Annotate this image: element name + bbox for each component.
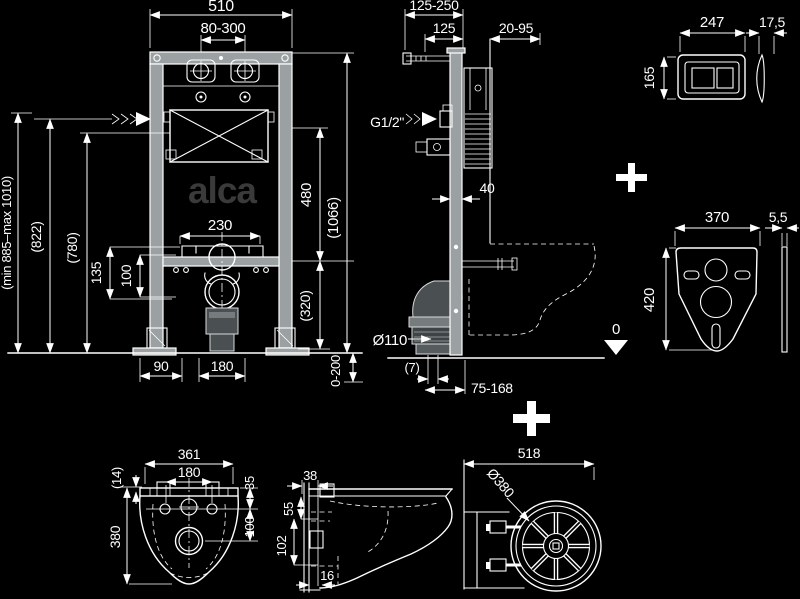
dim-template-width: 518 xyxy=(518,445,541,461)
adjustable-feet xyxy=(132,327,310,356)
dim-bowl-35: 35 xyxy=(242,476,257,490)
dim-bowl-height: 380 xyxy=(107,525,123,548)
dim-frame-height: (1066) xyxy=(325,197,342,239)
dim-bowlside-16: 16 xyxy=(320,568,334,583)
dim-plate-thickness: 17,5 xyxy=(759,14,786,30)
bowl-side-view: 38 55 102 16 xyxy=(274,468,453,593)
pad-side-profile xyxy=(781,246,788,353)
dim-height-range: (min 885–max 1010) xyxy=(0,176,14,290)
dim-320: (320) xyxy=(297,290,313,321)
dim-feet-range: 0-200 xyxy=(328,355,343,387)
flush-plate-view: 247 17,5 165 xyxy=(641,14,787,104)
water-inlet-arrow-icon-side xyxy=(405,112,437,126)
flush-pipe-holders xyxy=(186,59,260,103)
dim-7: (7) xyxy=(405,360,420,375)
dim-100: 100 xyxy=(118,264,134,287)
dim-180: 180 xyxy=(211,358,234,374)
plus-icon-2 xyxy=(513,401,550,436)
dim-230: 230 xyxy=(208,217,232,234)
cistern-side xyxy=(463,67,493,169)
dim-pad-thickness: 5,5 xyxy=(769,209,788,225)
dim-bowl-width: 361 xyxy=(178,446,201,462)
flush-plate xyxy=(677,54,746,100)
drain-template-view: 518 xyxy=(463,445,602,592)
dim-plate-width: 247 xyxy=(700,14,724,31)
dim-bowlside-38: 38 xyxy=(303,468,317,483)
bowl-mounting-rod xyxy=(462,257,518,271)
dim-outlet-dia: Ø110 xyxy=(373,332,407,349)
insulation-pad-view: 370 5,5 420 xyxy=(641,209,799,353)
dim-outlet-range: 75-168 xyxy=(471,380,513,396)
dim-depth-range: 125-250 xyxy=(409,0,459,13)
dim-40: 40 xyxy=(480,180,495,196)
alca-logo: alca xyxy=(188,170,257,211)
floor-level-zero: 0 xyxy=(612,321,620,338)
dim-bowlside-102: 102 xyxy=(274,536,289,557)
bowl-side-profile xyxy=(319,496,453,589)
dim-water-inlet: G1/2" xyxy=(370,114,404,130)
dim-wall-range: 20-95 xyxy=(499,20,534,36)
dim-rim: (14) xyxy=(109,467,124,489)
mounting-bracket xyxy=(162,245,280,285)
dim-bowlside-55: 55 xyxy=(281,502,296,516)
bowl-rear-view: 361 180 (14) 35 100 380 xyxy=(107,446,258,585)
bowl-drain xyxy=(174,526,204,556)
dim-480: 480 xyxy=(298,183,315,207)
dim-bowl-100: 100 xyxy=(242,517,257,538)
fixing-clip-bottom xyxy=(486,558,521,572)
floor-level-icon: 0 xyxy=(604,321,628,355)
dim-plate-height: 165 xyxy=(641,66,657,89)
bolt-hole-right xyxy=(206,503,218,515)
frame-right-rail xyxy=(278,63,293,349)
frame-front-view: 510 80-300 xyxy=(0,0,363,387)
bowl-silhouette-dashed xyxy=(468,243,596,336)
flush-button-large xyxy=(691,67,715,89)
dim-frame-width: 510 xyxy=(208,0,234,15)
dim-pad-width: 370 xyxy=(705,209,729,226)
plate-side-profile xyxy=(756,53,765,104)
dim-cistern-height: (780) xyxy=(64,232,80,263)
support-bracket xyxy=(426,138,451,156)
bolt-hole-left xyxy=(159,503,171,515)
frame-side-view: 125-250 125 20-95 xyxy=(370,0,605,396)
insulation-pad xyxy=(675,247,758,352)
dim-90: 90 xyxy=(154,358,169,374)
dim-template-diameter: Ø380 xyxy=(484,465,518,501)
fixing-clip-top xyxy=(486,520,521,534)
dim-inlet-spacing: 80-300 xyxy=(201,20,246,37)
bowl-body xyxy=(139,495,239,585)
frame-left-rail xyxy=(149,63,164,349)
dim-pad-height: 420 xyxy=(641,288,658,312)
protection-cover-wheel xyxy=(510,500,602,592)
drain-pipe xyxy=(205,307,239,335)
cistern xyxy=(163,109,275,163)
dim-inlet-height: (822) xyxy=(28,221,44,252)
dim-135: 135 xyxy=(88,261,104,284)
plus-icon-1 xyxy=(616,163,647,192)
water-inlet-arrow-icon xyxy=(34,112,151,126)
dim-depth: 125 xyxy=(433,20,456,36)
wall-mounting-rods xyxy=(402,52,450,65)
flush-button-small xyxy=(716,67,734,89)
dim-bolt-spacing: 180 xyxy=(178,464,201,480)
